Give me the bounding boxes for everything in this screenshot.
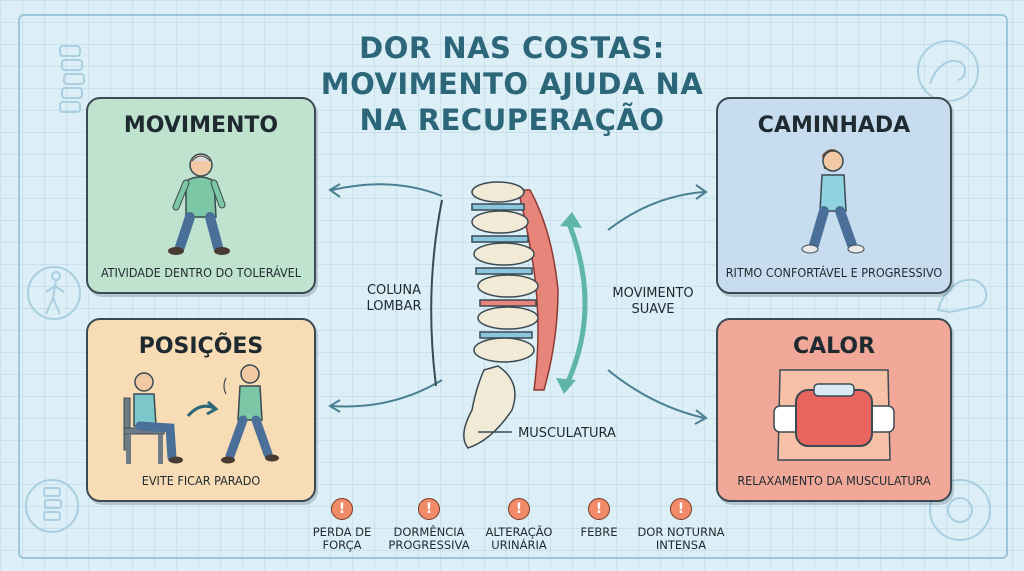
muscle-shape — [517, 189, 559, 391]
card-calor: CALOR RELAXAMENTO DA MUSCULATURA — [716, 318, 952, 502]
card-movimento: MOVIMENTO ATIVIDADE DENTRO DO TOLERÁVEL — [86, 97, 316, 294]
label-musculatura: MUSCULATURA — [518, 426, 616, 441]
elderly-walking-icon — [168, 153, 230, 255]
arm-deco-icon — [936, 278, 988, 314]
alert-icon: ! — [670, 498, 692, 520]
spine-deco-icon — [59, 45, 85, 113]
card-posicoes: POSIÇÕES EVITE FICAR PARADO — [86, 318, 316, 502]
card-title-caminhada: CAMINHADA — [757, 113, 911, 138]
card-caption-movimento: ATIVIDADE DENTRO DO TOLERÁVEL — [100, 265, 302, 280]
title-line-1: DOR NAS COSTAS: — [359, 31, 665, 65]
bracket-left — [430, 199, 443, 387]
card-caption-posicoes: EVITE FICAR PARADO — [141, 473, 261, 488]
alert-icon: ! — [331, 498, 353, 520]
page-title: DOR NAS COSTAS: MOVIMENTO AJUDA NA NA RE… — [262, 30, 762, 138]
lumbar-spine-diagram — [328, 181, 708, 449]
card-caption-calor: RELAXAMENTO DA MUSCULATURA — [737, 473, 931, 488]
title-line-2: MOVIMENTO AJUDA NA — [320, 67, 704, 101]
alert-icon: ! — [508, 498, 530, 520]
arrow-to-posicoes — [331, 379, 443, 408]
sit-to-walk-icon — [123, 364, 279, 464]
arrow-to-movimento — [331, 183, 443, 197]
page-frame — [18, 14, 1008, 559]
spine-deco-icon-2 — [25, 479, 79, 533]
heat-pad-icon — [773, 369, 895, 461]
card-caption-caminhada: RITMO CONFORTÁVEL E PROGRESSIVO — [725, 265, 943, 280]
joint-deco-icon — [929, 479, 991, 541]
alert-icon: ! — [588, 498, 610, 520]
woman-walking-icon — [801, 149, 865, 254]
arrow-to-calor — [607, 369, 705, 419]
label-movimento-suave: MOVIMENTO SUAVE — [612, 286, 694, 317]
alert-icon: ! — [418, 498, 440, 520]
arrow-to-caminhada — [607, 191, 705, 231]
card-title-movimento: MOVIMENTO — [123, 113, 279, 138]
label-coluna-lombar: COLUNA LOMBAR — [366, 283, 422, 314]
walker-deco-icon — [27, 266, 81, 320]
card-title-posicoes: POSIÇÕES — [138, 334, 264, 359]
movement-arrow — [563, 225, 588, 388]
card-title-calor: CALOR — [792, 334, 876, 359]
card-caminhada: CAMINHADA RITMO CONFORTÁVEL E PROGRESSIV… — [716, 97, 952, 294]
warning-febre: ! FEBRE — [554, 498, 644, 539]
title-line-3: NA RECUPERAÇÃO — [359, 103, 665, 137]
muscle-deco-icon — [917, 40, 979, 102]
